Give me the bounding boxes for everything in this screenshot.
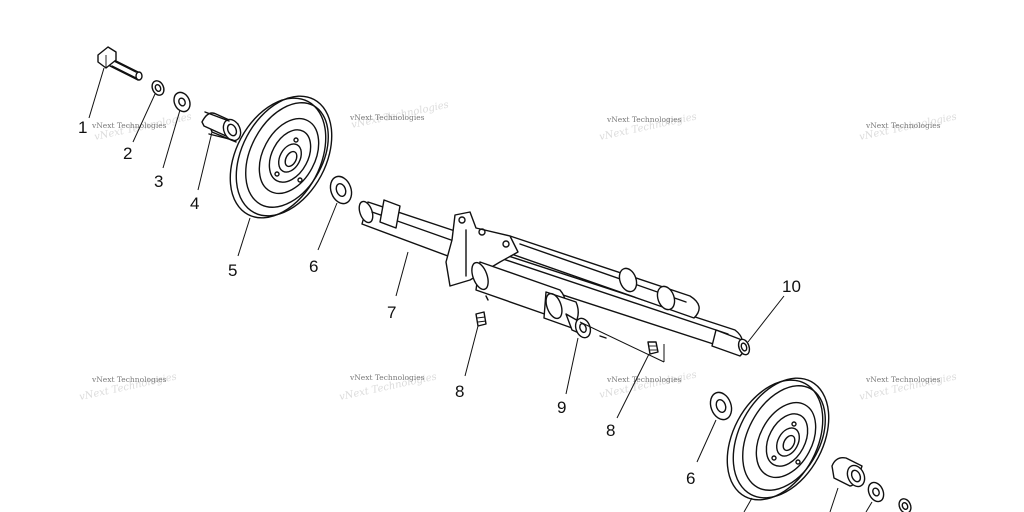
leader-line bbox=[464, 325, 479, 377]
leader-line bbox=[696, 419, 717, 463]
svg-text:vNext Technologies: vNext Technologies bbox=[606, 375, 682, 384]
flat-washer bbox=[173, 91, 191, 113]
flat-washer bbox=[867, 481, 885, 503]
callout-10: 10 bbox=[782, 277, 801, 296]
spacer-bushing bbox=[201, 111, 242, 143]
leader-line bbox=[395, 251, 409, 297]
leader-lines bbox=[88, 67, 873, 512]
pivot-bushing bbox=[565, 313, 592, 339]
callout-labels: 1 2 3 4 5 6 7 8 9 8 6 10 bbox=[78, 118, 801, 488]
lock-washer bbox=[898, 498, 912, 512]
leader-line bbox=[565, 337, 579, 395]
callout-3: 3 bbox=[154, 172, 163, 191]
callout-5: 5 bbox=[228, 261, 237, 280]
large-washer bbox=[329, 175, 353, 205]
callout-8: 8 bbox=[606, 421, 615, 440]
grease-fitting bbox=[475, 311, 487, 327]
leader-line bbox=[616, 353, 650, 419]
callout-2: 2 bbox=[123, 144, 132, 163]
callout-8: 8 bbox=[455, 382, 464, 401]
grease-fitting bbox=[647, 341, 659, 355]
leader-line bbox=[88, 67, 105, 119]
leader-line bbox=[743, 497, 753, 512]
idler-wheel bbox=[726, 377, 830, 501]
svg-text:vNext Technologies: vNext Technologies bbox=[865, 375, 941, 384]
svg-text:vNext Technologies: vNext Technologies bbox=[349, 113, 425, 122]
svg-text:vNext Technologies: vNext Technologies bbox=[91, 121, 167, 130]
callout-7: 7 bbox=[387, 303, 396, 322]
leader-line bbox=[747, 295, 785, 343]
large-washer bbox=[709, 391, 733, 421]
svg-text:vNext Technologies: vNext Technologies bbox=[606, 115, 682, 124]
callout-1: 1 bbox=[78, 118, 87, 137]
svg-text:vNext Technologies: vNext Technologies bbox=[91, 375, 167, 384]
idler-wheel bbox=[229, 95, 333, 219]
leader-line bbox=[579, 321, 665, 363]
leader-line bbox=[865, 501, 873, 512]
callout-9: 9 bbox=[557, 398, 566, 417]
callout-6: 6 bbox=[309, 257, 318, 276]
bolt bbox=[97, 46, 143, 81]
svg-text:vNext Technologies: vNext Technologies bbox=[865, 121, 941, 130]
leader-line bbox=[162, 109, 181, 169]
leader-line bbox=[829, 487, 839, 512]
leader-line bbox=[317, 202, 338, 251]
spacer-bushing bbox=[831, 456, 866, 488]
svg-text:vNext Technologies: vNext Technologies bbox=[349, 373, 425, 382]
leader-line bbox=[132, 93, 156, 143]
rear-arm-assembly bbox=[358, 199, 751, 357]
callout-6: 6 bbox=[686, 469, 695, 488]
leader-line bbox=[237, 217, 251, 257]
leader-line bbox=[197, 131, 213, 191]
callout-4: 4 bbox=[190, 194, 199, 213]
lock-washer bbox=[151, 80, 165, 96]
